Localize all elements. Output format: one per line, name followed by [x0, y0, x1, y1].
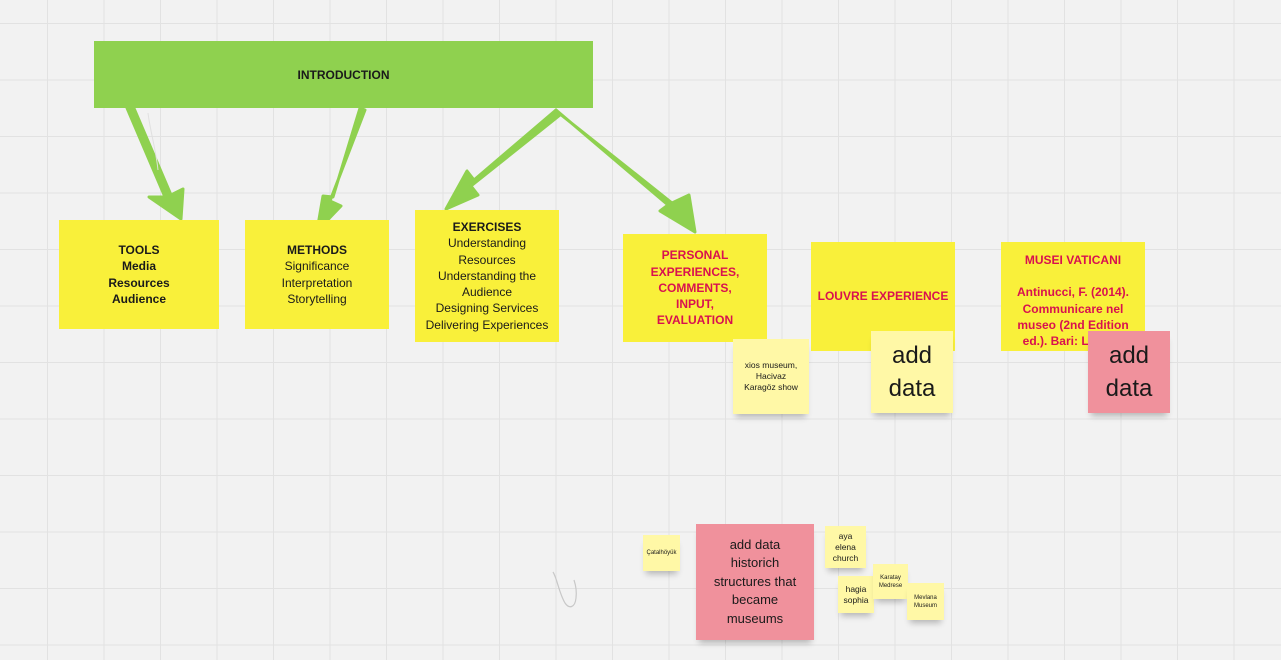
sticky-mevlana-museum[interactable]: Mevlana Museum: [907, 583, 944, 620]
sticky-line: Museum: [913, 602, 937, 609]
sticky-karatay-medrese[interactable]: Karatay Medrese: [873, 564, 908, 599]
exercises-line: Audience: [461, 285, 513, 300]
freehand-squiggle[interactable]: [545, 568, 585, 613]
arrow-to-tools: [125, 104, 185, 221]
sticky-line: data: [1105, 375, 1153, 402]
methods-line: Significance: [284, 259, 350, 274]
exercises-line: Delivering Experiences: [425, 317, 549, 332]
sticky-add-data-louvre[interactable]: add data: [871, 331, 953, 413]
tools-title: TOOLS: [118, 243, 160, 258]
sticky-aya-elena-church[interactable]: aya elena church: [825, 526, 866, 568]
tools-line: Resources: [108, 275, 170, 290]
sticky-line: sophia: [843, 594, 869, 605]
louvre-title: LOUVRE EXPERIENCE: [817, 289, 949, 304]
sticky-xios-museum[interactable]: xios museum, Hacivaz Karagöz show: [733, 339, 809, 414]
methods-card[interactable]: METHODS Significance Interpretation Stor…: [245, 220, 389, 329]
methods-title: METHODS: [287, 243, 347, 258]
arrow-to-personal: [554, 108, 697, 234]
exercises-title: EXERCISES: [452, 220, 522, 235]
vaticani-line: museo (2nd Edition: [1017, 317, 1129, 332]
personal-line: PERSONAL: [661, 248, 729, 263]
exercises-line: Understanding the: [437, 268, 537, 283]
sticky-line: Karagöz show: [744, 382, 798, 392]
methods-line: Interpretation: [281, 275, 353, 290]
sticky-line: elena: [835, 541, 856, 552]
sticky-add-data-vaticani[interactable]: add data: [1088, 331, 1170, 413]
sticky-line: data: [888, 375, 936, 402]
tools-line: Media: [121, 259, 156, 274]
sticky-line: aya: [838, 530, 853, 541]
sticky-line: structures that: [713, 573, 797, 589]
sticky-line: museums: [726, 610, 784, 626]
vaticani-spacer: [1071, 268, 1074, 284]
arrow-to-exercises: [444, 108, 562, 211]
introduction-box[interactable]: INTRODUCTION: [94, 41, 593, 108]
vaticani-line: Antinucci, F. (2014).: [1016, 285, 1130, 300]
sticky-line: Medrese: [878, 582, 903, 589]
sticky-line: add: [1108, 342, 1150, 369]
tools-line: Audience: [111, 291, 166, 306]
sticky-line: church: [832, 552, 859, 563]
vaticani-line: Communicare nel: [1022, 301, 1124, 316]
sticky-line: Çatalhöyük: [646, 550, 677, 556]
sticky-line: historich: [730, 555, 780, 571]
methods-line: Storytelling: [287, 291, 347, 306]
personal-line: COMMENTS,: [658, 280, 732, 295]
sticky-line: xios museum,: [744, 360, 798, 370]
tools-card[interactable]: TOOLS Media Resources Audience: [59, 220, 219, 329]
personal-line: INPUT,: [675, 297, 714, 312]
sticky-line: Mevlana: [914, 594, 937, 601]
arrow-to-methods: [315, 106, 367, 233]
sticky-line: Karatay: [880, 574, 901, 581]
vaticani-title: MUSEI VATICANI: [1024, 253, 1122, 267]
sticky-line: Hacivaz: [755, 371, 787, 381]
sticky-catalhoyuk[interactable]: Çatalhöyük: [643, 535, 680, 571]
exercises-card[interactable]: EXERCISES Understanding Resources Unders…: [415, 210, 559, 342]
exercises-line: Resources: [458, 252, 516, 267]
sticky-line: hagia: [845, 583, 867, 594]
personal-experiences-card[interactable]: PERSONAL EXPERIENCES, COMMENTS, INPUT, E…: [623, 234, 767, 342]
exercises-line: Understanding: [447, 236, 527, 251]
exercises-line: Designing Services: [435, 301, 539, 316]
sticky-line: add: [891, 342, 933, 369]
introduction-title: INTRODUCTION: [297, 67, 390, 82]
sticky-line: add data: [729, 536, 781, 552]
sticky-historic-structures[interactable]: add data historich structures that becam…: [696, 524, 814, 640]
personal-line: EVALUATION: [656, 313, 734, 328]
sticky-line: became: [731, 592, 779, 608]
personal-line: EXPERIENCES,: [650, 264, 740, 279]
sticky-hagia-sophia[interactable]: hagia sophia: [838, 576, 874, 613]
